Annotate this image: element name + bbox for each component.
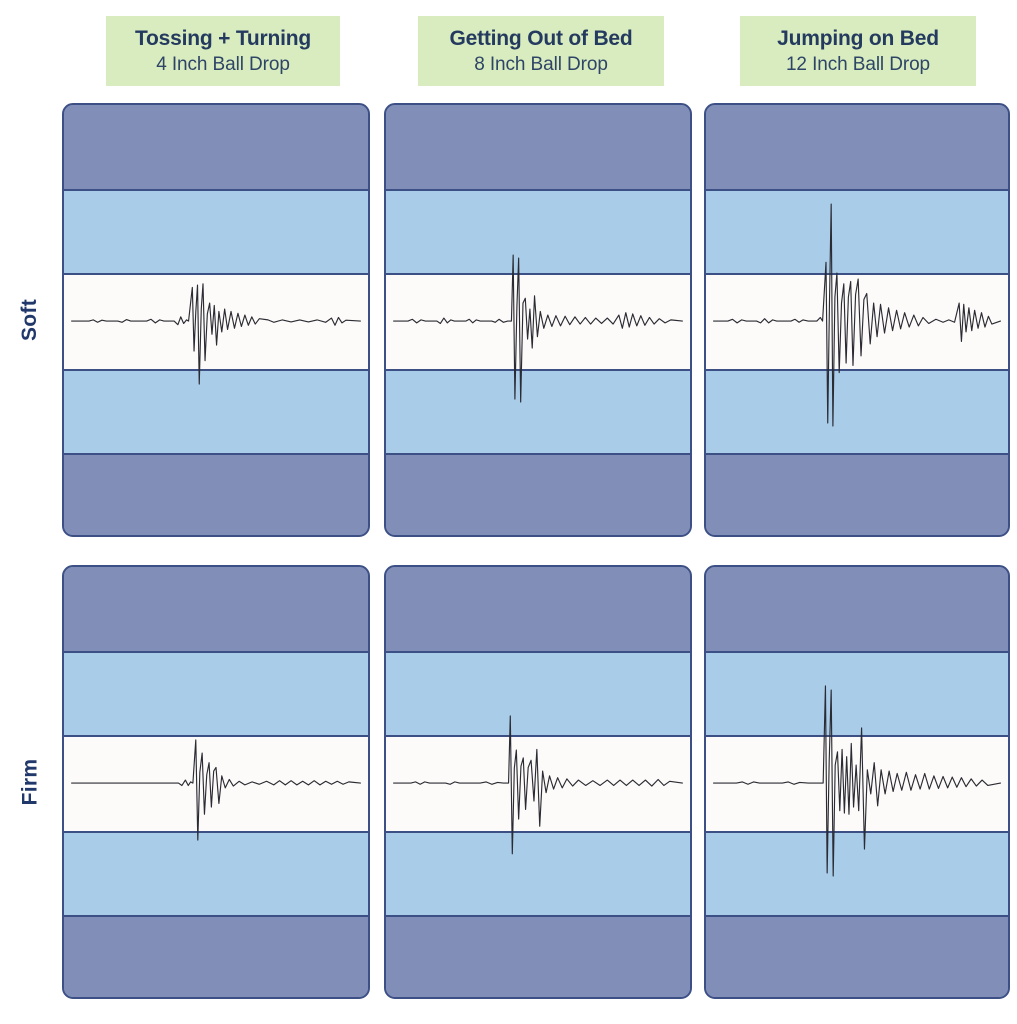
band-lower-light: [64, 369, 368, 454]
row-label-firm-text: Firm: [18, 758, 41, 806]
band-upper-light: [706, 188, 1008, 273]
band-top-dark: [64, 105, 368, 189]
band-bottom-dark: [706, 453, 1008, 535]
mattress-panel-firm-12in: [704, 565, 1010, 999]
column-header-subtitle: 8 Inch Ball Drop: [474, 53, 608, 75]
band-center-white: [386, 734, 690, 832]
band-upper-light: [706, 650, 1008, 735]
mattress-panel-soft-4in: [62, 103, 370, 537]
band-lower-light: [706, 369, 1008, 454]
column-header-2: Getting Out of Bed 8 Inch Ball Drop: [418, 16, 664, 86]
band-center-white: [64, 734, 368, 832]
band-bottom-dark: [386, 915, 690, 997]
band-lower-light: [64, 831, 368, 916]
column-header-title: Tossing + Turning: [134, 26, 312, 50]
band-lower-light: [386, 369, 690, 454]
column-header-title: Getting Out of Bed: [449, 26, 633, 50]
band-lower-light: [386, 831, 690, 916]
band-lower-light: [706, 831, 1008, 916]
band-center-white: [706, 272, 1008, 370]
column-header-title: Jumping on Bed: [777, 26, 939, 50]
row-label-firm: Firm: [0, 565, 60, 999]
band-upper-light: [64, 650, 368, 735]
band-upper-light: [64, 188, 368, 273]
band-upper-light: [386, 650, 690, 735]
band-upper-light: [386, 188, 690, 273]
column-header-1: Tossing + Turning 4 Inch Ball Drop: [106, 16, 340, 86]
band-bottom-dark: [706, 915, 1008, 997]
band-top-dark: [706, 105, 1008, 189]
row-label-soft-text: Soft: [18, 298, 41, 342]
band-center-white: [706, 734, 1008, 832]
band-bottom-dark: [64, 453, 368, 535]
column-headers: Tossing + Turning 4 Inch Ball Drop Getting…: [0, 0, 1017, 96]
mattress-panel-firm-8in: [384, 565, 692, 999]
column-header-3: Jumping on Bed 12 Inch Ball Drop: [740, 16, 976, 86]
band-bottom-dark: [64, 915, 368, 997]
mattress-panel-soft-8in: [384, 103, 692, 537]
band-top-dark: [386, 567, 690, 651]
band-top-dark: [706, 567, 1008, 651]
mattress-panel-firm-4in: [62, 565, 370, 999]
row-label-soft: Soft: [0, 103, 60, 537]
band-bottom-dark: [386, 453, 690, 535]
band-center-white: [64, 272, 368, 370]
band-top-dark: [386, 105, 690, 189]
band-top-dark: [64, 567, 368, 651]
column-header-subtitle: 4 Inch Ball Drop: [156, 53, 290, 75]
mattress-panel-soft-12in: [704, 103, 1010, 537]
column-header-subtitle: 12 Inch Ball Drop: [785, 53, 931, 75]
band-center-white: [386, 272, 690, 370]
